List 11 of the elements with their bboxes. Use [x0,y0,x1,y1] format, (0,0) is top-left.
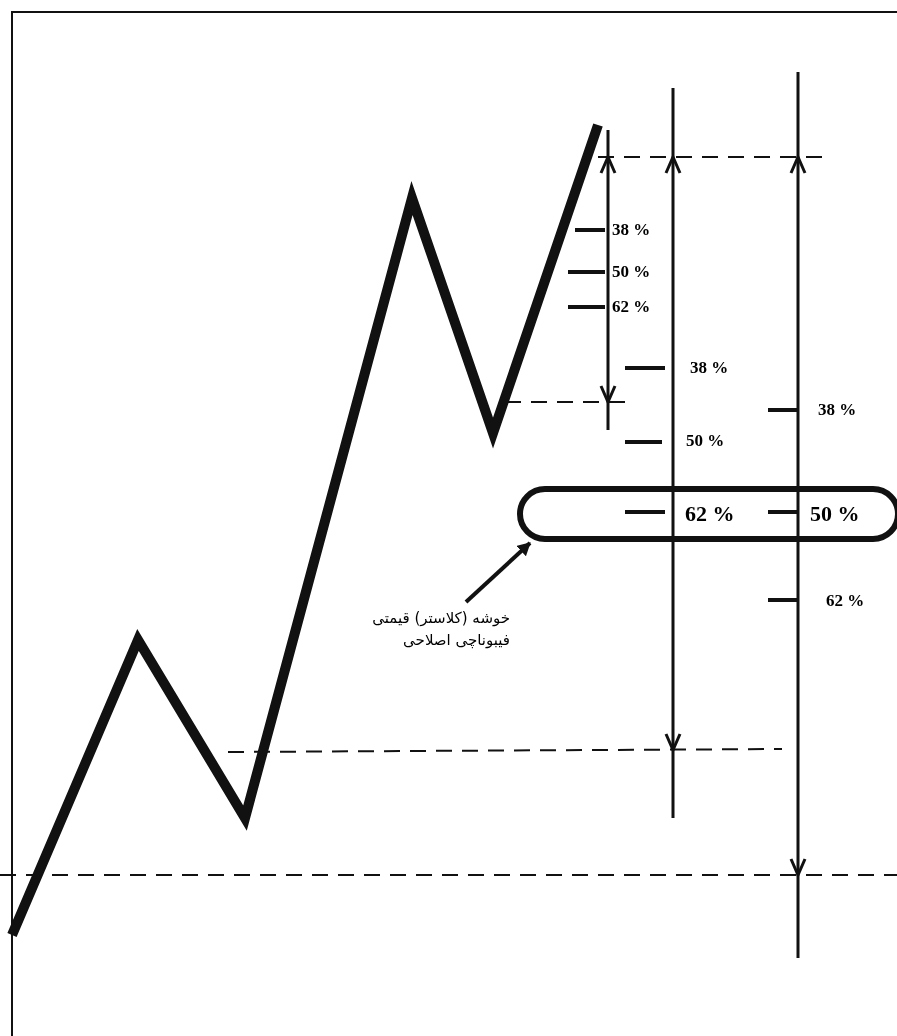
level-label: 62 % [826,592,865,609]
level-label: 50 % [612,263,651,280]
level-label: 38 % [612,221,651,238]
level-label: 50 % [686,432,725,449]
arrow [464,541,532,604]
level-label: 38 % [818,401,857,418]
level-label: 62 % [612,298,651,315]
note-text: خوشه (کلاستر) قیمتی فیبوناچی اصلاحی [340,608,510,652]
level-label: 50 % [810,503,860,525]
level-label: 38 % [690,359,729,376]
level-label: 62 % [685,503,735,525]
